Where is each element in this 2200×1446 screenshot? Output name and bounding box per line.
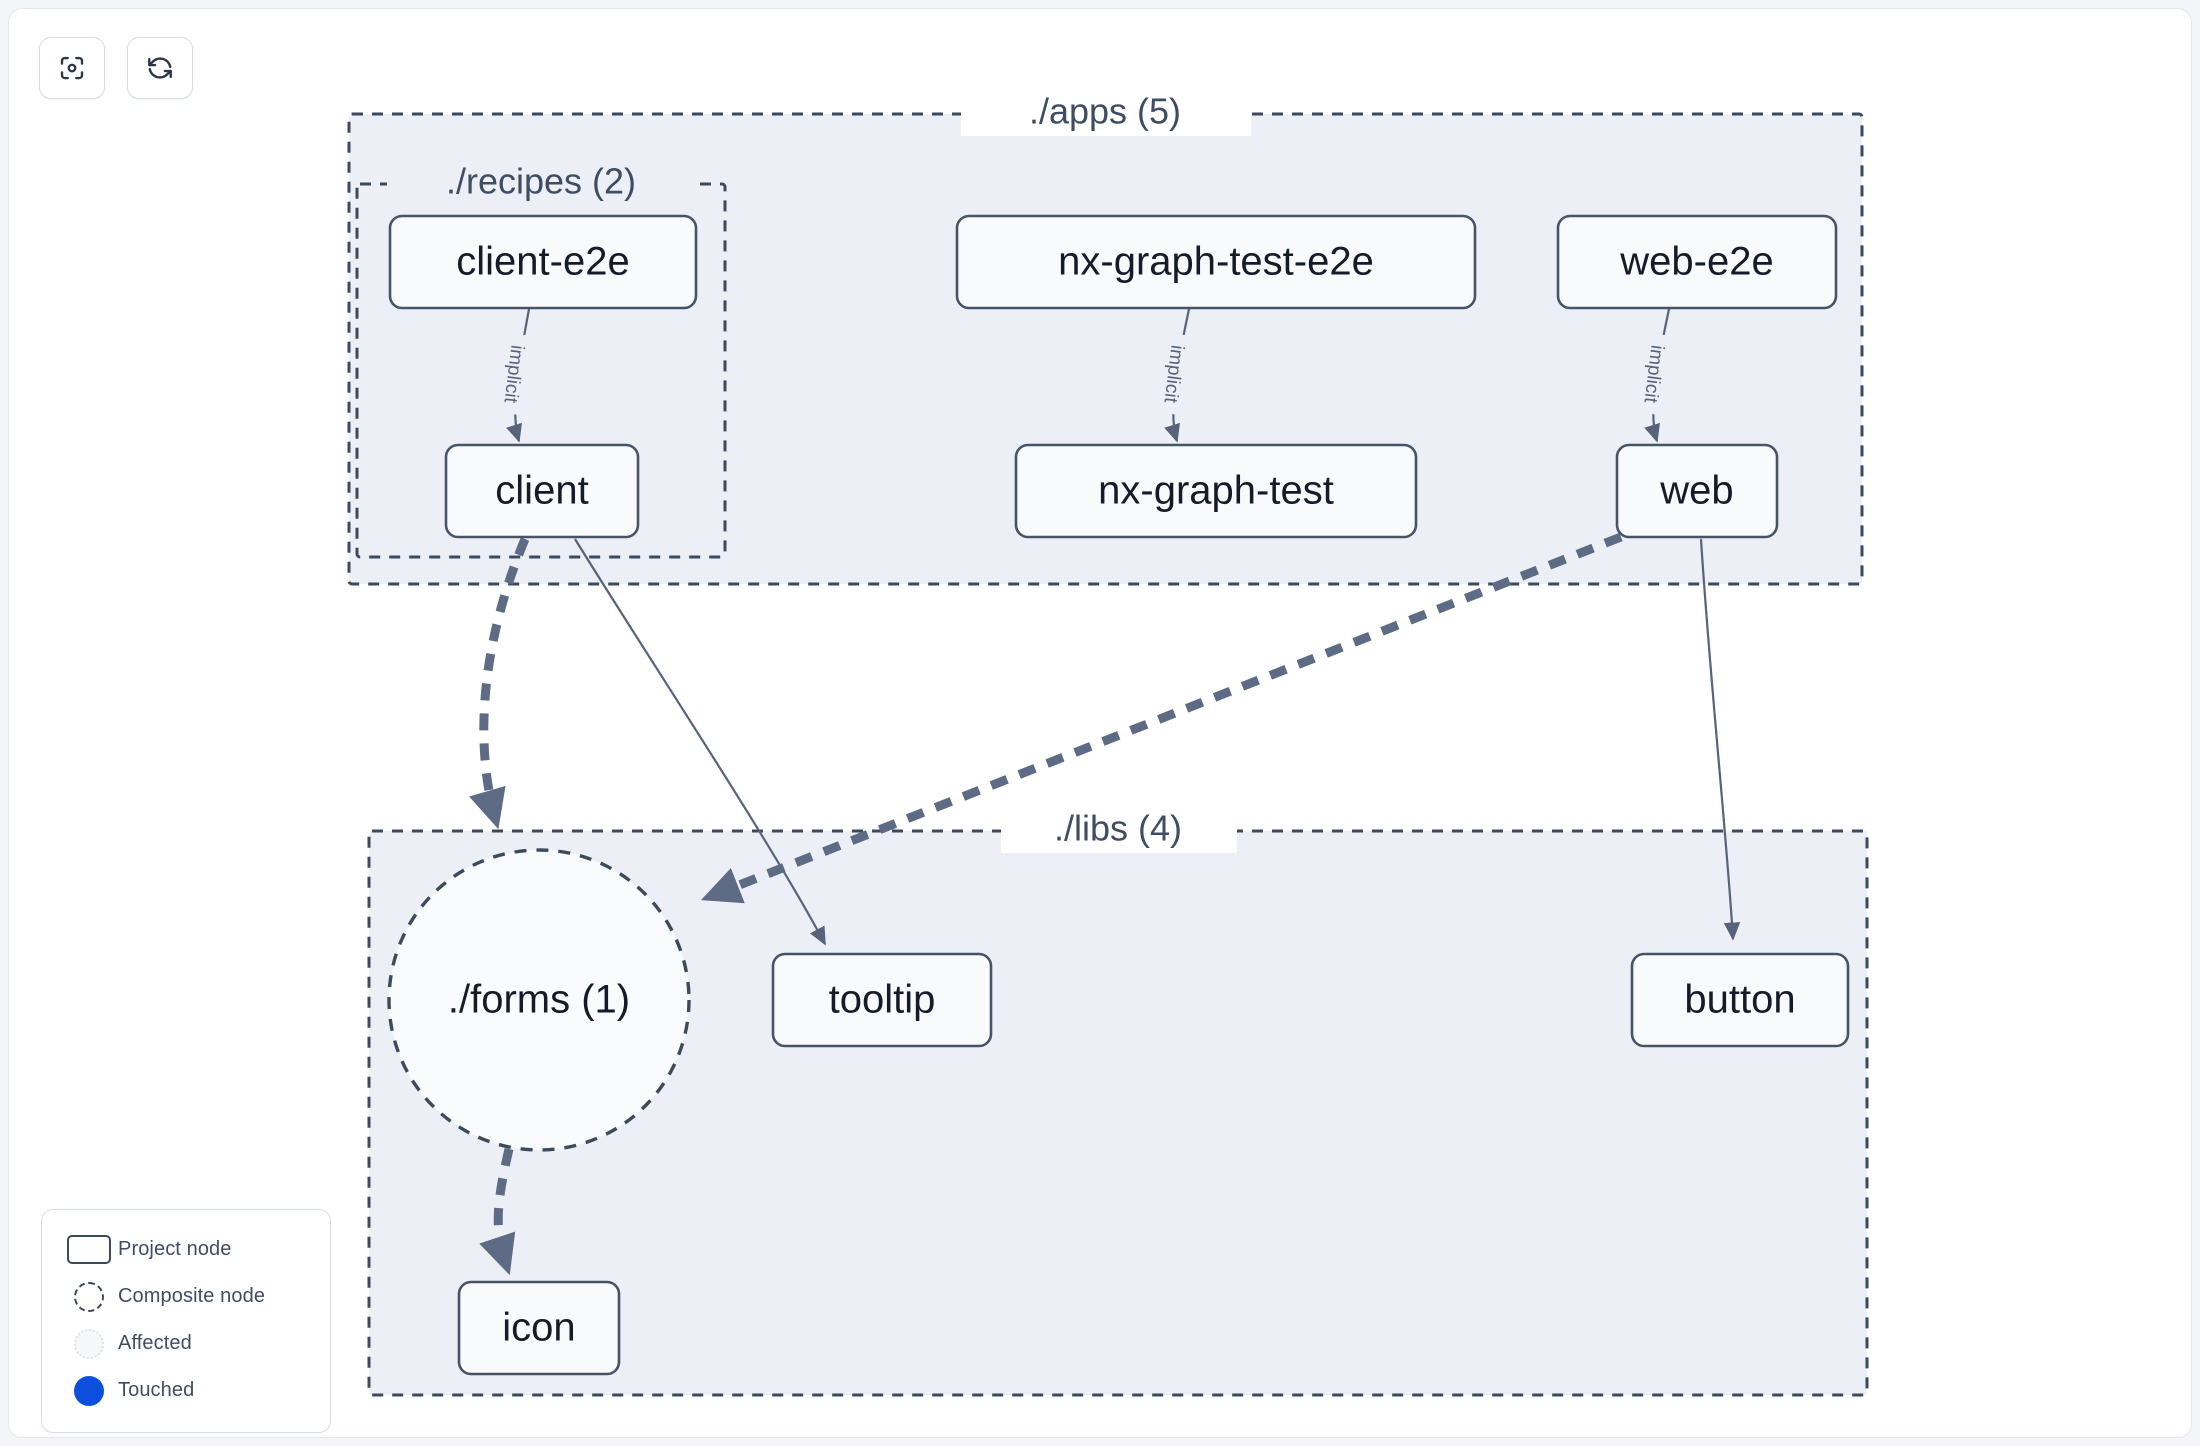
group-label-apps: ./apps (5) bbox=[1029, 91, 1181, 132]
node-label-forms: ./forms (1) bbox=[448, 978, 630, 1022]
node-label-button: button bbox=[1684, 978, 1795, 1022]
affected-swatch bbox=[60, 1328, 118, 1359]
graph-groups bbox=[347, 112, 1869, 1397]
refresh-icon bbox=[145, 53, 175, 83]
group-label-apps-wrap: ./apps (5) bbox=[961, 91, 1251, 136]
node-client[interactable]: client bbox=[444, 443, 640, 539]
touched-swatch bbox=[60, 1375, 118, 1406]
graph-toolbar bbox=[39, 37, 193, 99]
graph-nodes: client-e2e nx-graph-test-e2e web-e2e cli… bbox=[387, 214, 1850, 1376]
edge-client-to-tooltip bbox=[574, 538, 826, 946]
legend-item-affected: Affected bbox=[60, 1320, 312, 1367]
node-nx-graph-test-e2e[interactable]: nx-graph-test-e2e bbox=[955, 214, 1477, 310]
node-label-web-e2e: web-e2e bbox=[1619, 240, 1773, 284]
group-label-recipes-wrap: ./recipes (2) bbox=[387, 161, 697, 206]
group-label-libs: ./libs (4) bbox=[1054, 808, 1182, 849]
refresh-graph-button[interactable] bbox=[127, 37, 193, 99]
node-button[interactable]: button bbox=[1630, 952, 1850, 1048]
project-node-swatch bbox=[60, 1235, 118, 1264]
node-forms-composite[interactable]: ./forms (1) bbox=[387, 848, 691, 1152]
graph-svg: implicit implicit implicit ./apps (5) bbox=[347, 91, 1869, 1397]
focus-target-icon bbox=[57, 53, 87, 83]
legend-label-affected: Affected bbox=[118, 1332, 192, 1354]
legend-label-project-node: Project node bbox=[118, 1238, 232, 1260]
graph-canvas[interactable]: implicit implicit implicit ./apps (5) bbox=[8, 8, 2192, 1438]
group-apps[interactable] bbox=[347, 112, 1864, 586]
legend-item-touched: Touched bbox=[60, 1367, 312, 1414]
node-label-client: client bbox=[495, 469, 588, 513]
graph-group-labels: ./apps (5) ./recipes (2) ./libs (4) bbox=[387, 91, 1251, 853]
edge-web-to-forms bbox=[700, 532, 1623, 904]
node-client-e2e[interactable]: client-e2e bbox=[388, 214, 698, 310]
node-web[interactable]: web bbox=[1615, 443, 1779, 539]
edge-client-to-forms bbox=[469, 537, 530, 830]
node-label-web: web bbox=[1659, 469, 1733, 513]
node-tooltip[interactable]: tooltip bbox=[771, 952, 993, 1048]
node-label-nx-graph-test-e2e: nx-graph-test-e2e bbox=[1058, 240, 1374, 284]
graph-legend: Project node Composite node Affected Tou… bbox=[41, 1209, 331, 1433]
edge-forms-to-icon bbox=[479, 1147, 516, 1276]
edge-web-to-button bbox=[1699, 538, 1741, 941]
composite-node-swatch bbox=[60, 1281, 118, 1312]
node-web-e2e[interactable]: web-e2e bbox=[1556, 214, 1838, 310]
node-icon[interactable]: icon bbox=[457, 1280, 621, 1376]
node-label-nx-graph-test: nx-graph-test bbox=[1098, 469, 1334, 513]
graph-edge-labels: implicit implicit implicit bbox=[497, 332, 1671, 416]
group-label-libs-wrap: ./libs (4) bbox=[1001, 808, 1237, 853]
node-nx-graph-test[interactable]: nx-graph-test bbox=[1014, 443, 1418, 539]
focus-graph-button[interactable] bbox=[39, 37, 105, 99]
node-label-tooltip: tooltip bbox=[829, 978, 936, 1022]
node-label-icon: icon bbox=[502, 1306, 575, 1350]
group-label-recipes: ./recipes (2) bbox=[446, 161, 636, 202]
legend-item-composite-node: Composite node bbox=[60, 1273, 312, 1320]
graph-edges bbox=[469, 308, 1741, 1276]
legend-item-project-node: Project node bbox=[60, 1226, 312, 1273]
node-label-client-e2e: client-e2e bbox=[456, 240, 629, 284]
legend-label-composite-node: Composite node bbox=[118, 1285, 266, 1307]
legend-label-touched: Touched bbox=[118, 1379, 195, 1401]
